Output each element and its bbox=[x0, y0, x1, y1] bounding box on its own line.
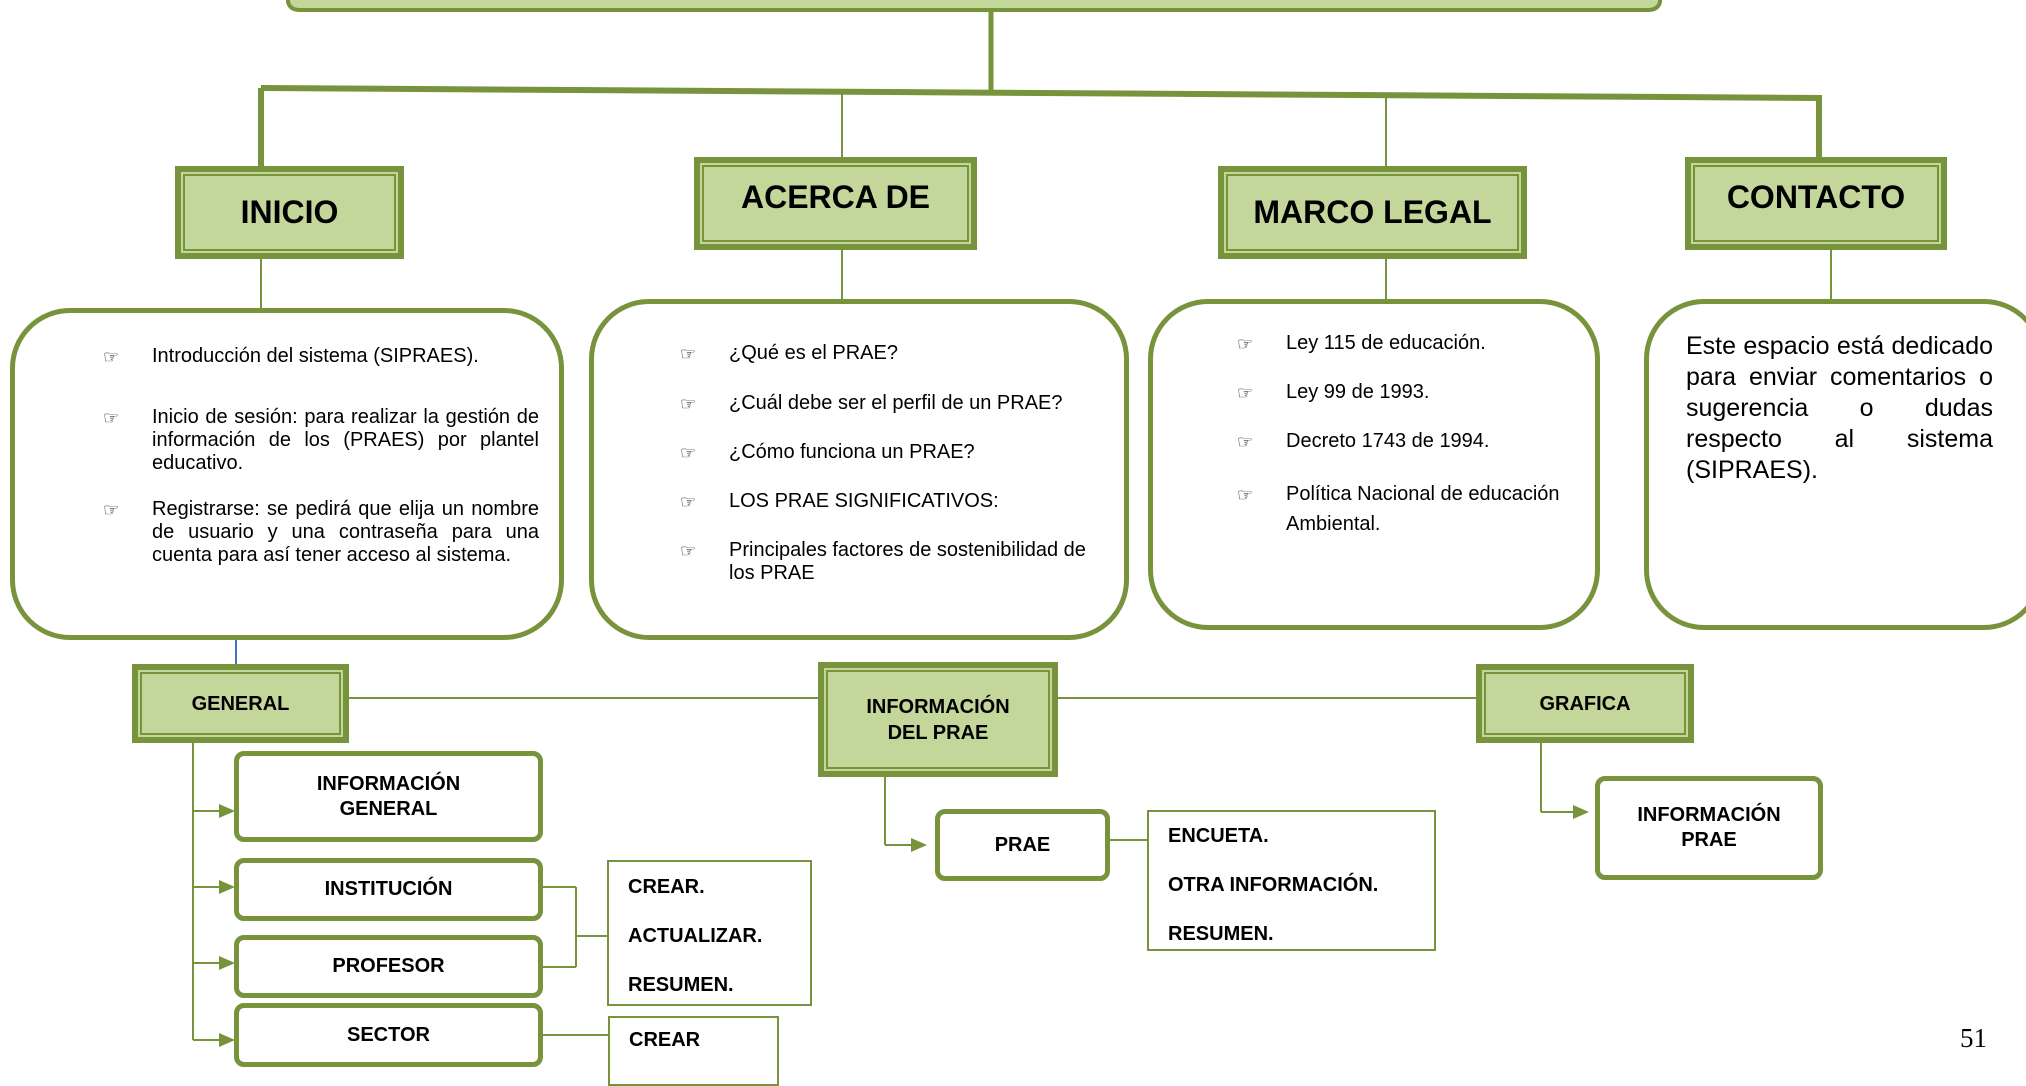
contacto-label: CONTACTO bbox=[1726, 179, 1906, 215]
pointing-hand-icon: ☞ bbox=[103, 408, 120, 428]
sector-box[interactable]: SECTOR bbox=[234, 1003, 543, 1067]
action-survey[interactable]: ENCUETA. bbox=[1168, 825, 1269, 847]
pointing-hand-icon: ☞ bbox=[680, 541, 697, 561]
arrowhead bbox=[219, 880, 235, 894]
prae-actions-box: ENCUETA. OTRA INFORMACIÓN. RESUMEN. bbox=[1147, 810, 1436, 951]
list-item: ☞¿Cuál debe ser el perfil de un PRAE? bbox=[680, 392, 1063, 414]
contacto-text: Este espacio está dedicado para enviar c… bbox=[1686, 332, 1993, 484]
inicio-node[interactable]: INICIO bbox=[175, 166, 404, 259]
pointing-hand-icon: ☞ bbox=[680, 443, 697, 463]
pointing-hand-icon: ☞ bbox=[1237, 383, 1254, 403]
list-item: ☞Principales factores de sostenibilidad … bbox=[680, 539, 1086, 584]
marco-legal-node[interactable]: MARCO LEGAL bbox=[1218, 166, 1527, 259]
institucion-box[interactable]: INSTITUCIÓN bbox=[234, 858, 543, 921]
list-item: ☞Ley 115 de educación. bbox=[1237, 332, 1486, 354]
general-label: GENERAL bbox=[191, 692, 290, 715]
marco-legal-panel: ☞Ley 115 de educación. ☞Ley 99 de 1993. … bbox=[1148, 299, 1600, 630]
pointing-hand-icon: ☞ bbox=[680, 492, 697, 512]
arrowhead bbox=[1573, 805, 1589, 819]
arrowhead bbox=[219, 1033, 235, 1047]
list-item: ☞Introducción del sistema (SIPRAES). bbox=[103, 345, 479, 367]
list-item: ☞Registrarse: se pedirá que elija un nom… bbox=[103, 498, 539, 566]
informacion-prae-box[interactable]: INFORMACIÓN PRAE bbox=[1595, 776, 1823, 880]
prae-box[interactable]: PRAE bbox=[935, 809, 1110, 881]
sector-actions-box: CREAR bbox=[608, 1016, 779, 1086]
action-summary[interactable]: RESUMEN. bbox=[628, 974, 734, 996]
list-item: ☞Decreto 1743 de 1994. bbox=[1237, 430, 1490, 452]
pointing-hand-icon: ☞ bbox=[1237, 432, 1254, 452]
marco-legal-label: MARCO LEGAL bbox=[1253, 194, 1492, 230]
grafica-node[interactable]: GRAFICA bbox=[1476, 664, 1694, 743]
pointing-hand-icon: ☞ bbox=[1237, 334, 1254, 354]
action-create[interactable]: CREAR. bbox=[628, 876, 705, 898]
page-number: 51 bbox=[1960, 1023, 1987, 1053]
informacion-general-box[interactable]: INFORMACIÓN GENERAL bbox=[234, 751, 543, 842]
pointing-hand-icon: ☞ bbox=[103, 500, 120, 520]
pointing-hand-icon: ☞ bbox=[680, 344, 697, 364]
acerca-de-panel: ☞¿Qué es el PRAE? ☞¿Cuál debe ser el per… bbox=[589, 299, 1129, 640]
list-item: ☞LOS PRAE SIGNIFICATIVOS: bbox=[680, 490, 999, 512]
list-item: ☞Política Nacional de educación Ambienta… bbox=[1237, 479, 1567, 539]
arrowhead bbox=[219, 956, 235, 970]
general-node[interactable]: GENERAL bbox=[132, 664, 349, 743]
contacto-panel: Este espacio está dedicado para enviar c… bbox=[1644, 299, 2026, 630]
pointing-hand-icon: ☞ bbox=[1237, 485, 1254, 505]
informacion-del-prae-label: INFORMACIÓN DEL PRAE bbox=[866, 695, 1010, 744]
grafica-label: GRAFICA bbox=[1539, 692, 1631, 715]
inicio-panel: ☞Introducción del sistema (SIPRAES). ☞In… bbox=[10, 308, 564, 640]
profesor-box[interactable]: PROFESOR bbox=[234, 935, 543, 998]
action-other-info[interactable]: OTRA INFORMACIÓN. bbox=[1168, 874, 1379, 896]
pointing-hand-icon: ☞ bbox=[103, 347, 120, 367]
contacto-node[interactable]: CONTACTO bbox=[1685, 157, 1947, 250]
arrowhead bbox=[219, 804, 235, 818]
informacion-del-prae-node[interactable]: INFORMACIÓN DEL PRAE bbox=[818, 662, 1058, 777]
list-item: ☞Ley 99 de 1993. bbox=[1237, 381, 1430, 403]
inicio-label: INICIO bbox=[240, 194, 339, 230]
arrowhead bbox=[911, 838, 927, 852]
list-item: ☞¿Qué es el PRAE? bbox=[680, 342, 898, 364]
action-summary[interactable]: RESUMEN. bbox=[1168, 923, 1274, 945]
action-update[interactable]: ACTUALIZAR. bbox=[628, 925, 763, 947]
acerca-de-label: ACERCA DE bbox=[740, 179, 931, 215]
crud-actions-box: CREAR. ACTUALIZAR. RESUMEN. bbox=[607, 860, 812, 1006]
action-create[interactable]: CREAR bbox=[629, 1029, 701, 1051]
list-item: ☞Inicio de sesión: para realizar la gest… bbox=[103, 406, 539, 474]
acerca-de-node[interactable]: ACERCA DE bbox=[694, 157, 977, 250]
pointing-hand-icon: ☞ bbox=[680, 394, 697, 414]
list-item: ☞¿Cómo funciona un PRAE? bbox=[680, 441, 975, 463]
